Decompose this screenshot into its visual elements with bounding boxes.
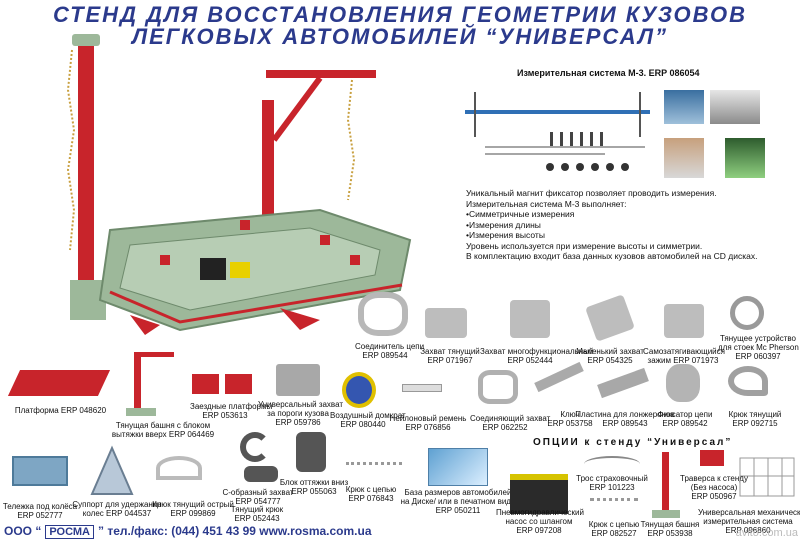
connecting-grip-image (478, 370, 518, 404)
mech-measure-image (739, 457, 795, 497)
pull-hook2-image (244, 466, 278, 482)
traverse-image (700, 450, 724, 466)
measuring-line-4: •Измерения длины (466, 219, 541, 230)
measuring-photo-1 (664, 90, 704, 124)
platform-image (7, 370, 111, 396)
database-image (428, 448, 488, 486)
measuring-line-5: •Измерения высоты (466, 230, 545, 240)
options-tower-image (652, 452, 680, 518)
title-line-1: СТЕНД ДЛЯ ВОССТАНОВЛЕНИЯ ГЕОМЕТРИИ КУЗОВ… (53, 2, 747, 27)
grip-self-image (664, 304, 704, 338)
chain-hook-image (346, 462, 402, 468)
footer-company-left: ООО “ (4, 524, 42, 538)
footer-contact: ООО “РОСМА ” тел./факс: (044) 451 43 99 w… (0, 524, 800, 542)
c-grip-image (240, 432, 270, 462)
measuring-line-7: В комплектацию входит база данных кузово… (466, 251, 758, 261)
measuring-system-title: Измерительная система М-3. ERP 086054 (517, 68, 700, 78)
entry-platforms-image (192, 374, 252, 394)
connector-image (358, 292, 408, 336)
key-image (534, 361, 584, 393)
footer-company-right[interactable]: ” тел./факс: (044) 451 43 99 www.rosma.c… (98, 524, 372, 538)
traverse-label: Траверса к стенду(Без насоса)ERP 050967 (680, 474, 748, 501)
pull-mcpherson-image (730, 296, 764, 330)
measuring-line-2: Измерительная система М-3 выполняет: (466, 198, 627, 209)
measuring-line-6: Уровень используется при измерение высот… (466, 240, 703, 251)
measuring-photo-4 (725, 138, 765, 178)
chain-fixer-image (666, 364, 700, 402)
pull-hook-image (728, 366, 768, 396)
air-jack-image (342, 372, 376, 408)
universal-grip-image (276, 364, 320, 396)
measuring-photo-2 (710, 90, 760, 124)
platform-label: Платформа ERP 048620 (14, 406, 107, 415)
company-logo: РОСМА (45, 525, 94, 539)
measuring-system-image (465, 92, 650, 171)
grip-small-image (585, 294, 635, 342)
measuring-line-1: Уникальный магнит фиксатор позволяет про… (466, 188, 717, 198)
safety-cable-image (584, 456, 640, 472)
grip-multi-image (510, 300, 550, 338)
pump-image (510, 474, 568, 514)
spar-plate-image (597, 367, 649, 399)
title-line-2: ЛЕГКОВЫХ АВТОМОБИЛЕЙ “УНИВЕРСАЛ” (132, 24, 668, 49)
grip-pull-image (425, 308, 467, 338)
measuring-line-3: •Симметричные измерения (466, 209, 575, 219)
watermark: avito.com.ua (735, 527, 798, 539)
bench-illustration (66, 34, 412, 335)
measuring-photo-3 (664, 138, 704, 178)
wheel-support-image (90, 445, 134, 495)
sharp-hook-image (156, 456, 202, 480)
pull-down-block-image (296, 432, 326, 472)
options-heading: ОПЦИИ к стенду “Универсал” (533, 437, 733, 448)
wheel-cart-image (12, 456, 68, 486)
measuring-description: Уникальный магнит фиксатор позволяет про… (466, 188, 786, 262)
options-chain-hook-image (590, 498, 638, 504)
nylon-belt-image (402, 384, 442, 392)
tower-block-image (126, 352, 174, 416)
